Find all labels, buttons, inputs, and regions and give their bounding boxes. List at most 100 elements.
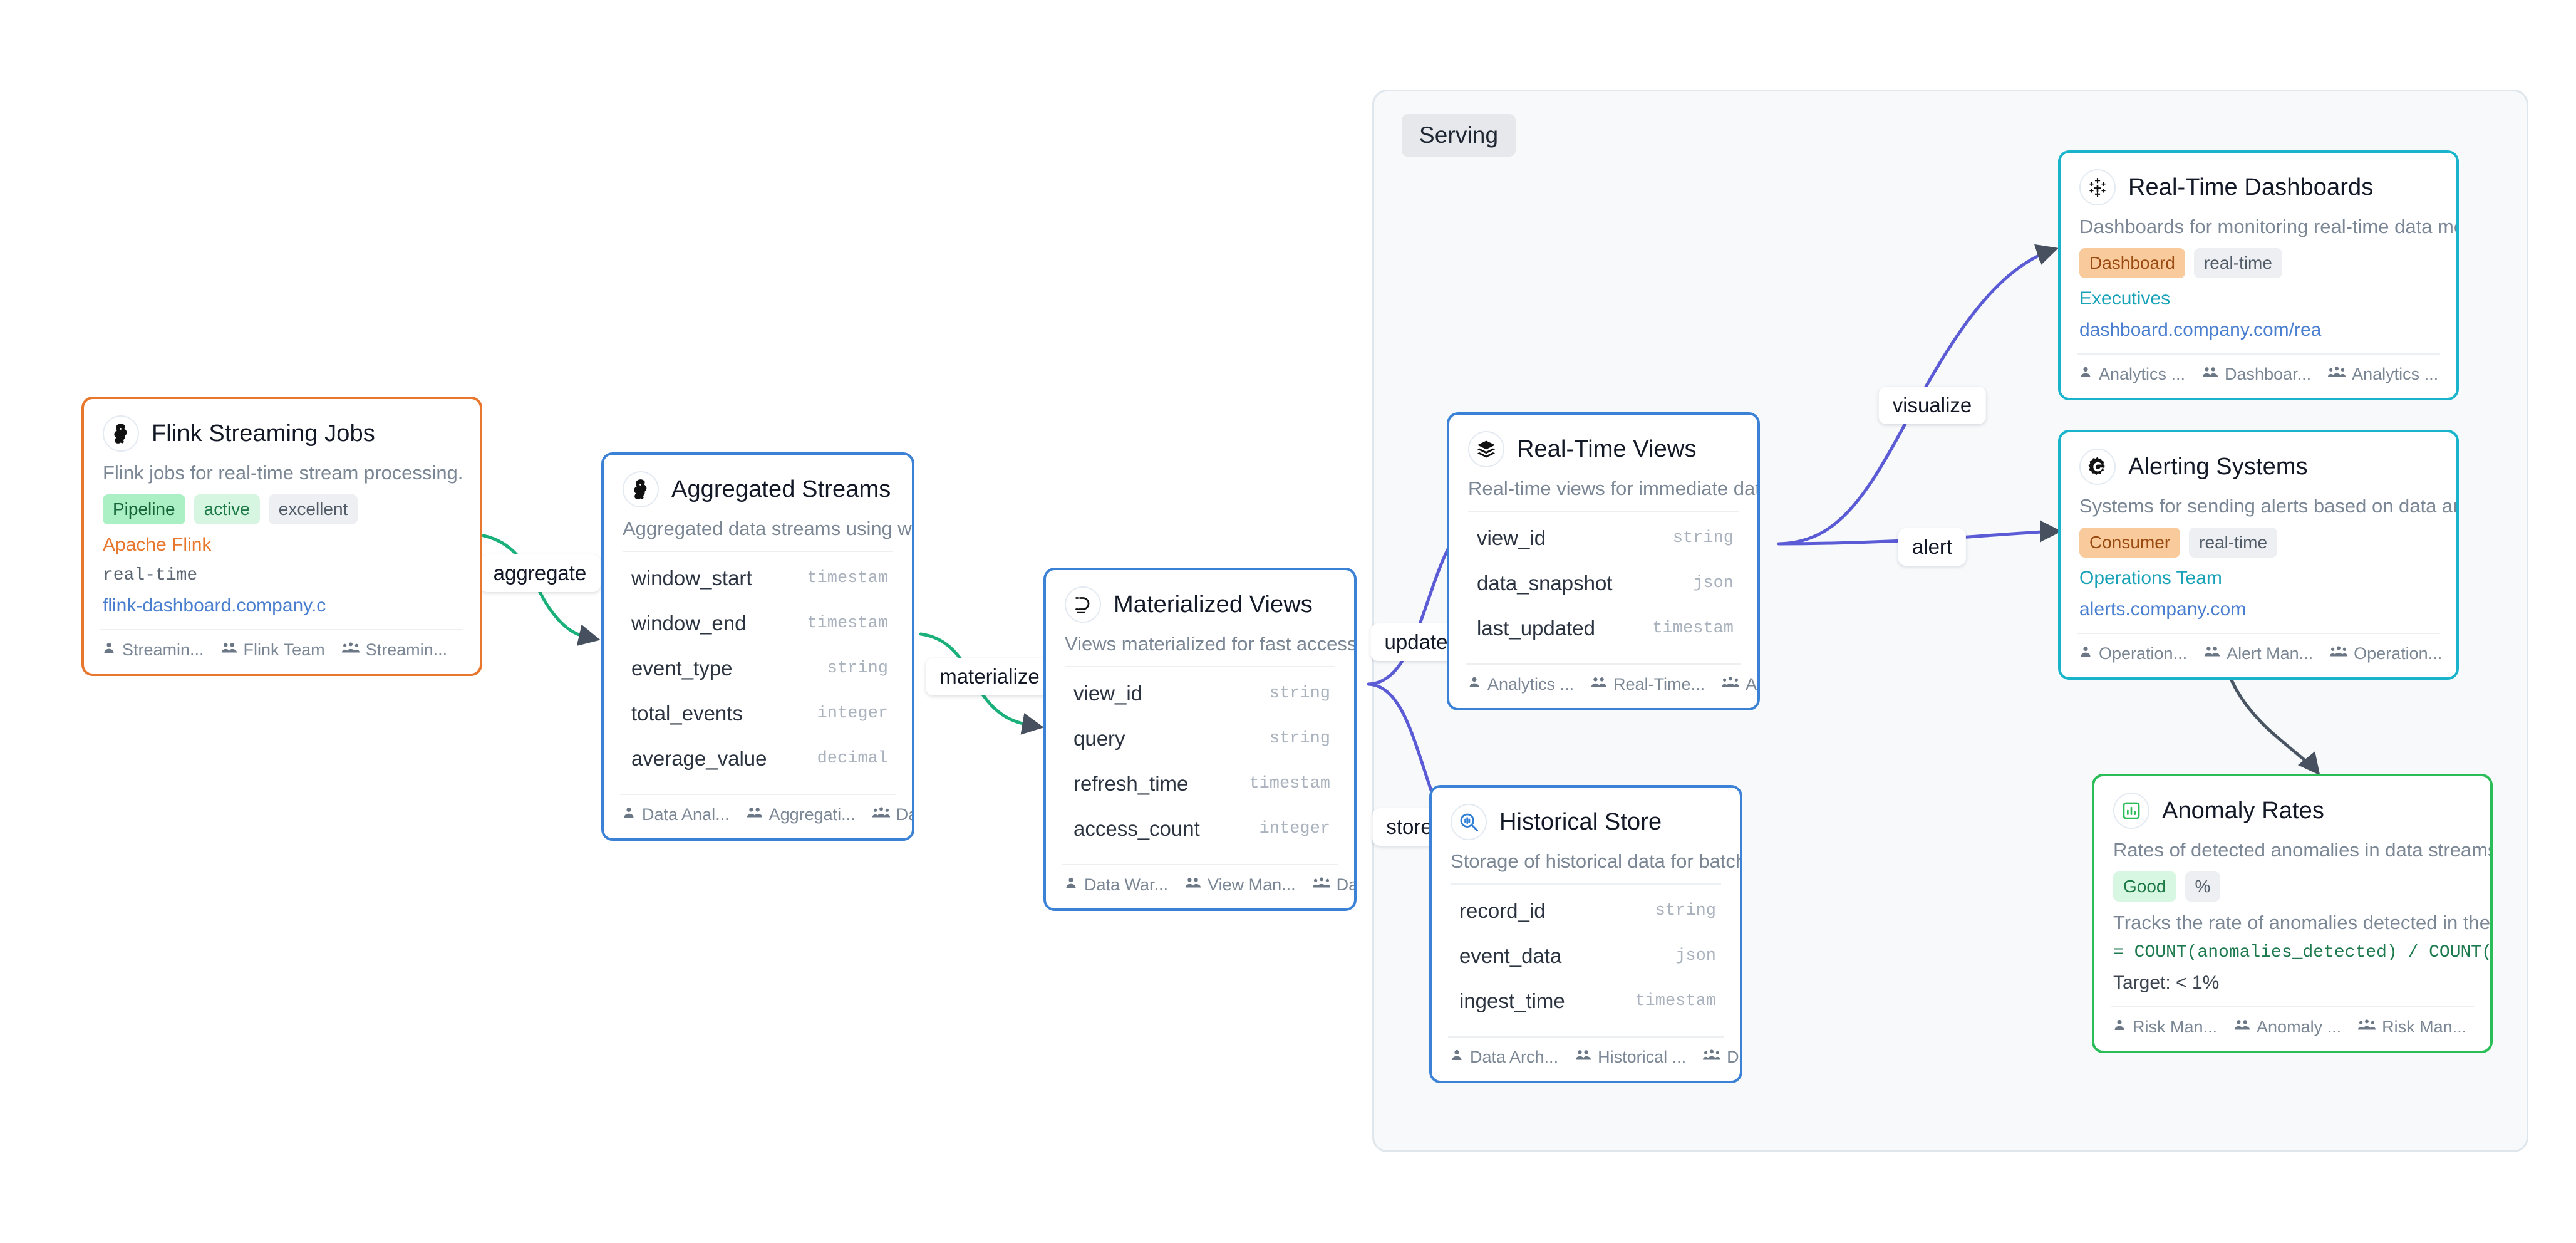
footer-label: Risk Man... — [2133, 1017, 2218, 1036]
node-description: Views materialized for fast access by co… — [1065, 633, 1354, 655]
node-title: Historical Store — [1499, 808, 1662, 835]
tag-pill[interactable]: Good — [2113, 871, 2176, 902]
footer-item[interactable]: Flink Team — [220, 640, 325, 660]
footer-item[interactable]: Analytics ... — [2327, 365, 2438, 384]
edge-visualize[interactable] — [1777, 244, 2059, 546]
footer-label: Operation... — [2099, 644, 2188, 663]
footer-label: Historical ... — [1598, 1048, 1687, 1066]
footer-label: Dashboar... — [2225, 365, 2312, 383]
field-name: query — [1073, 727, 1125, 750]
footer-label: Flink Team — [243, 640, 325, 659]
tag-pill[interactable]: Consumer — [2079, 528, 2181, 558]
tag-pill[interactable]: Pipeline — [103, 494, 185, 524]
tag-pill[interactable]: real-time — [2189, 528, 2278, 558]
footer-item[interactable]: Historical ... — [1575, 1048, 1686, 1067]
footer-item[interactable]: Analytics ... — [1467, 675, 1574, 694]
node-header: Alerting Systems — [2061, 432, 2456, 485]
field-name: last_updated — [1477, 616, 1595, 640]
node-footer: Risk Man... Anomaly ... Risk Man... — [2094, 1007, 2490, 1051]
field-type: json — [1675, 947, 1716, 965]
field-type: string — [1672, 529, 1734, 548]
group-icon — [341, 640, 360, 660]
footer-label: Data Arch... — [1470, 1048, 1559, 1066]
edge-aggregate[interactable] — [482, 534, 601, 646]
people-icon — [2201, 365, 2219, 384]
footer-label: View Man... — [1208, 875, 1296, 894]
footer-item[interactable]: Analytics ... — [1721, 675, 1757, 694]
footer-item[interactable]: Aggregati... — [746, 805, 856, 824]
footer-label: Data Anal... — [896, 805, 912, 824]
node-description: Systems for sending alerts based on data… — [2079, 495, 2456, 517]
tag-list: Pipeline active excellent — [84, 484, 480, 524]
footer-item[interactable]: Data Arch... — [1449, 1048, 1558, 1067]
field-type: string — [1269, 729, 1330, 748]
people-icon — [746, 805, 763, 824]
tag-pill[interactable]: excellent — [268, 494, 358, 524]
tag-pill[interactable]: Dashboard — [2079, 248, 2185, 278]
edge-label-materialize: materialize — [926, 658, 1053, 695]
tag-pill[interactable]: real-time — [2193, 248, 2282, 278]
divider — [1468, 511, 1739, 512]
footer-item[interactable]: Risk Man... — [2357, 1017, 2466, 1037]
tag-pill[interactable]: active — [194, 494, 260, 524]
footer-item[interactable]: Dashboar... — [2201, 365, 2311, 384]
node-meta-line[interactable]: alerts.company.com — [2079, 599, 2247, 620]
footer-item[interactable]: Anomaly ... — [2233, 1017, 2341, 1037]
field-name: refresh_time — [1073, 772, 1189, 795]
footer-label: Real-Time... — [1613, 675, 1705, 694]
footer-item[interactable]: Operation... — [2329, 644, 2442, 663]
footer-label: Risk Man... — [2382, 1017, 2467, 1036]
footer-item[interactable]: Alert Man... — [2203, 644, 2313, 663]
field-name: record_id — [1459, 899, 1546, 922]
footer-item[interactable]: Data Arch... — [1702, 1048, 1740, 1067]
magnify-chart-icon — [1451, 804, 1487, 840]
divider — [1451, 883, 1721, 885]
footer-item[interactable]: View Man... — [1184, 875, 1296, 895]
node-meta-line[interactable]: flink-dashboard.company.c — [103, 595, 326, 616]
footer-item[interactable]: Streamin... — [101, 640, 204, 660]
field-name: view_id — [1073, 682, 1143, 705]
field-row[interactable]: query string — [1065, 716, 1335, 761]
tag-pill[interactable]: % — [2185, 871, 2221, 902]
footer-item[interactable]: Analytics ... — [2078, 365, 2185, 384]
footer-item[interactable]: Streamin... — [341, 640, 447, 660]
footer-item[interactable]: Data Anal... — [621, 805, 730, 824]
node-description: Flink jobs for real-time stream processi… — [103, 462, 463, 484]
footer-item[interactable]: Operation... — [2078, 644, 2187, 663]
node-footer: Data Arch... Historical ... Data Arch... — [1432, 1038, 1740, 1081]
footer-item[interactable]: Data Anal... — [872, 805, 912, 824]
footer-item[interactable]: Real-Time... — [1590, 675, 1705, 694]
footer-divider — [1448, 1036, 1724, 1038]
node-meta-line[interactable]: dashboard.company.com/rea — [2079, 320, 2322, 340]
footer-label: Data War... — [1336, 875, 1357, 894]
node-header: Anomaly Rates — [2094, 776, 2490, 829]
footer-item[interactable]: Data War... — [1312, 875, 1357, 895]
footer-item[interactable]: Risk Man... — [2112, 1017, 2217, 1037]
node-title: Aggregated Streams — [671, 476, 891, 502]
footer-item[interactable]: Data War... — [1063, 875, 1168, 895]
